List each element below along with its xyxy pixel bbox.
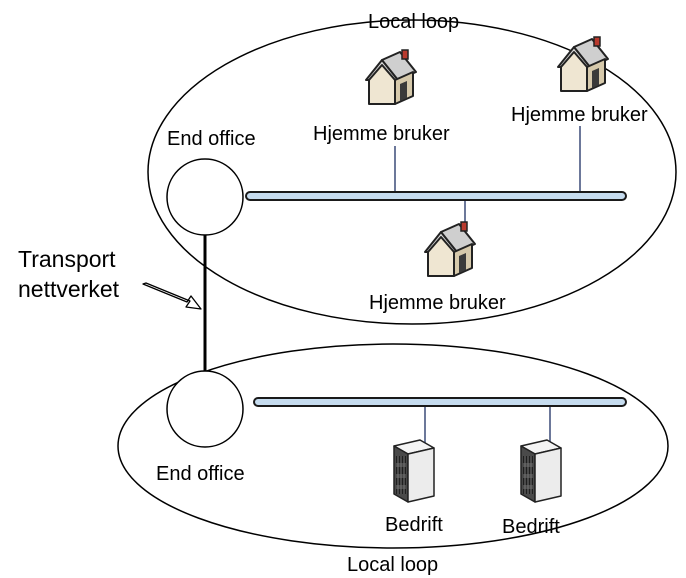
office-building-icon xyxy=(393,439,435,503)
bottom-end-office-node xyxy=(166,370,244,448)
office-building-icon xyxy=(520,439,562,503)
bottom-local-loop-ellipse xyxy=(117,343,669,549)
pointer-arrow-icon xyxy=(142,282,202,310)
home-user-label: Hjemme bruker xyxy=(511,104,648,126)
bottom-local-loop-label: Local loop xyxy=(347,554,438,576)
top-end-office-label: End office xyxy=(167,128,256,150)
business-label: Bedrift xyxy=(385,514,443,536)
bottom-end-office-label: End office xyxy=(156,463,245,485)
house-icon xyxy=(557,36,609,92)
home-user-label: Hjemme bruker xyxy=(313,123,450,145)
bottom-backbone-bus xyxy=(253,397,627,407)
top-local-loop-label: Local loop xyxy=(368,11,459,33)
home-user-label: Hjemme bruker xyxy=(369,292,506,314)
transport-label-line2: nettverket xyxy=(18,276,120,302)
transport-label-line1: Transport xyxy=(18,246,116,272)
house-icon xyxy=(424,221,476,277)
business-label: Bedrift xyxy=(502,516,560,538)
top-end-office-node xyxy=(166,158,244,236)
top-backbone-bus xyxy=(245,191,627,201)
top-local-loop-ellipse xyxy=(147,19,677,325)
house-icon xyxy=(365,49,417,105)
